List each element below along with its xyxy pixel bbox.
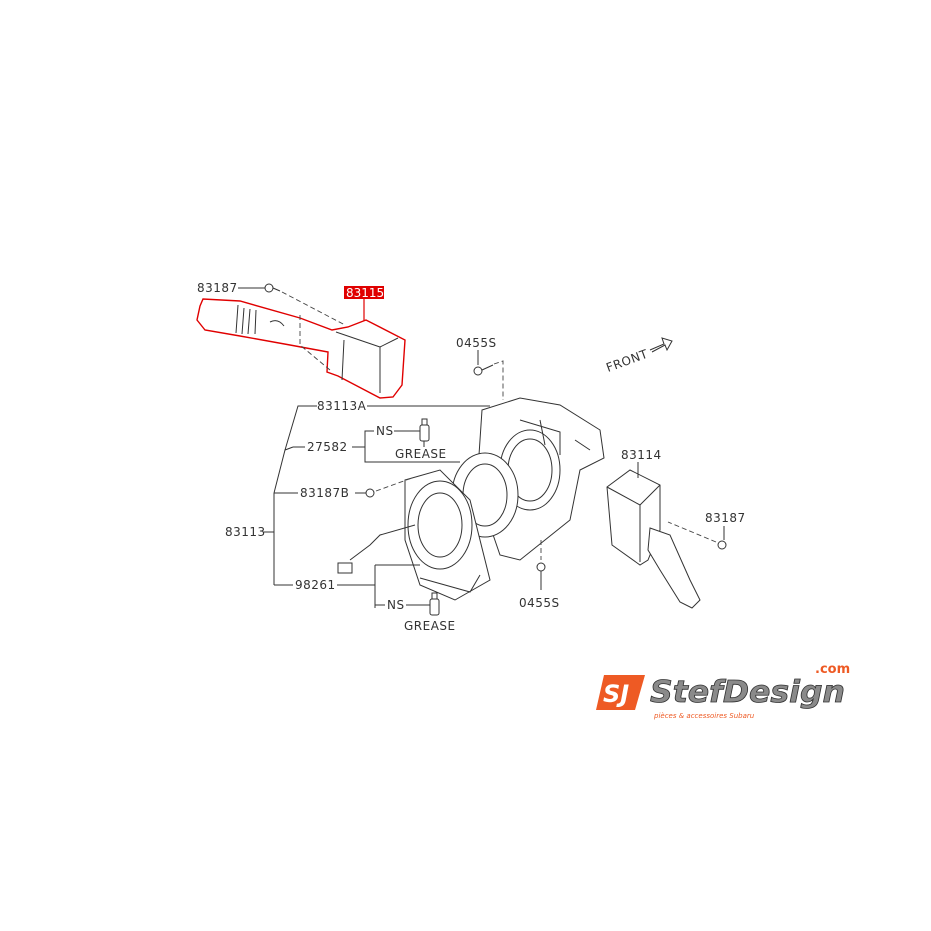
logo-tld: .com	[815, 662, 850, 677]
label-83187b: 83187B	[300, 486, 349, 500]
label-83187-top: 83187	[197, 281, 238, 295]
logo-name: StefDesign	[650, 675, 845, 710]
label-83187-right: 83187	[705, 511, 746, 525]
grease-tube-bottom	[429, 592, 440, 616]
label-0455s-top: 0455S	[456, 336, 497, 350]
stefdesign-logo: SJ StefDesign .com pièces & accessoires …	[596, 662, 850, 720]
switch-83114[interactable]	[606, 469, 701, 609]
front-arrow-icon	[649, 337, 673, 353]
bolt-83187-top: 83187	[197, 281, 346, 371]
label-83113a: 83113A	[317, 399, 367, 413]
label-ns-bottom: NS	[387, 598, 405, 612]
bolt-0455s-top: 0455S	[456, 336, 504, 400]
label-83115: 83115	[346, 286, 384, 300]
label-grease-bottom: GREASE	[404, 619, 456, 633]
front-direction-indicator: FRONT	[604, 337, 673, 375]
grease-tube-top	[419, 418, 430, 447]
label-front: FRONT	[604, 347, 650, 375]
label-83113: 83113	[225, 525, 266, 539]
bolt-83187-right	[717, 540, 727, 550]
logo-tagline: pièces & accessoires Subaru	[653, 712, 755, 720]
bolt-83187b	[365, 488, 375, 498]
label-ns-top: NS	[376, 424, 394, 438]
sensor-98261[interactable]	[337, 469, 491, 601]
logo-sj-badge	[596, 675, 645, 710]
label-98261: 98261	[295, 578, 336, 592]
logo-initials: SJ	[603, 680, 629, 708]
label-27582: 27582	[307, 440, 348, 454]
label-83114: 83114	[621, 448, 662, 462]
part-83115-label-box	[344, 286, 384, 299]
bolt-0455s-bottom: 0455S	[519, 540, 560, 610]
part-83115-highlighted[interactable]: 83115	[196, 286, 406, 399]
label-grease-top: GREASE	[395, 447, 447, 461]
label-0455s-bottom: 0455S	[519, 596, 560, 610]
